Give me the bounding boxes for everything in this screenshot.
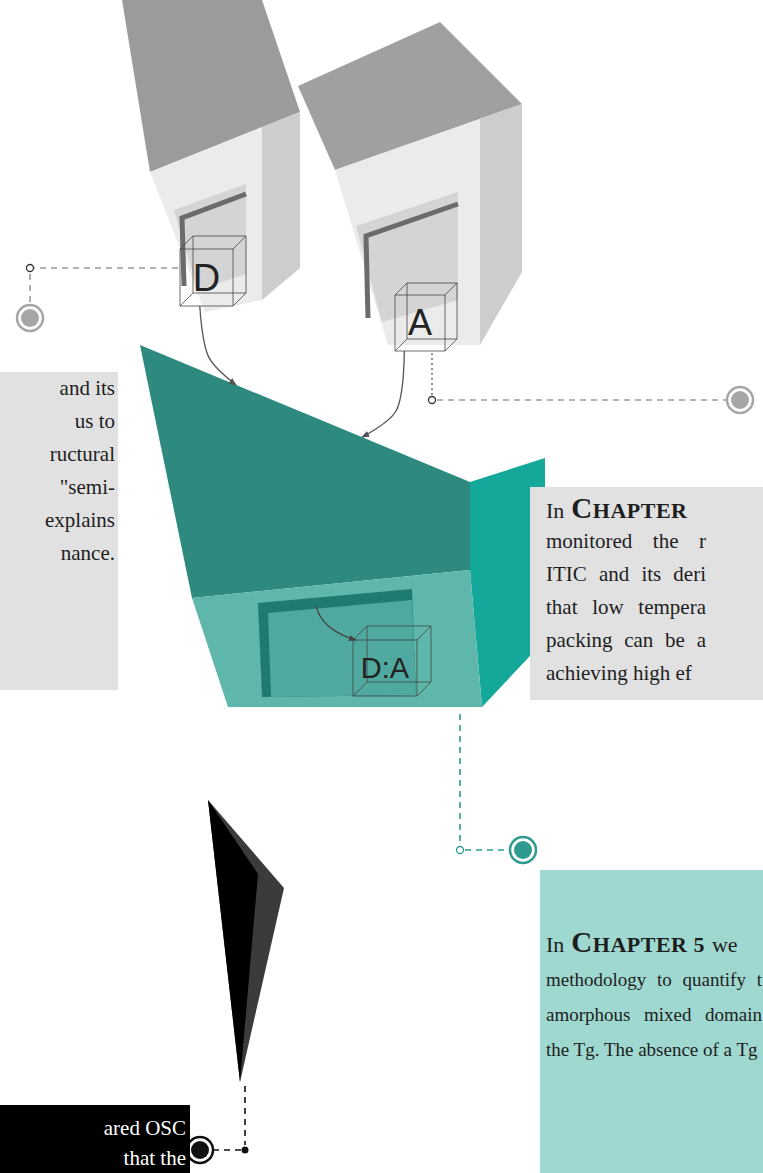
- cube-edge: [431, 626, 432, 682]
- chapter-box: InCHAPTER 5wemethodology to quantify t a…: [540, 870, 763, 1173]
- block-side: [480, 104, 522, 345]
- chapter-heading-line: InCHAPTER: [546, 491, 694, 528]
- leader-line: [465, 849, 509, 851]
- chapter-heading: we: [712, 927, 738, 963]
- leader-line: [214, 1149, 241, 1151]
- cube-edge: [407, 283, 457, 284]
- marker-dot: [191, 1141, 209, 1159]
- cube-label: D: [193, 259, 220, 297]
- flow-arrow: [362, 351, 404, 437]
- cube-edge: [180, 293, 193, 306]
- chapter-text: monitored the r ITIC and its deri that l…: [546, 525, 706, 690]
- leader-line: [30, 268, 178, 304]
- block-side: [262, 112, 300, 300]
- cube-label: D:A: [361, 654, 409, 683]
- block-front: [192, 570, 482, 707]
- chapter-heading-line: InCHAPTER 5we: [546, 924, 745, 963]
- chapter-text: methodology to quantify t amorphous mixe…: [546, 962, 762, 1067]
- cube-edge: [395, 283, 407, 295]
- cube-edge: [395, 295, 445, 296]
- wireframe-cube: D:A: [353, 626, 431, 696]
- pyramid-side: [208, 800, 284, 1082]
- chapter-heading: In: [546, 494, 564, 528]
- block-front: [150, 127, 262, 312]
- cube-edge: [353, 696, 417, 697]
- cube-edge: [353, 640, 354, 696]
- cube-edge: [407, 283, 408, 339]
- cube-edge: [367, 626, 431, 627]
- chapter-box: and its us to ructural "semi- explains n…: [0, 372, 118, 690]
- cube-edge: [246, 236, 247, 293]
- leader-line: [244, 1086, 246, 1145]
- window-edge: [366, 204, 458, 318]
- window-inner: [268, 600, 416, 697]
- cube-edge: [353, 682, 367, 696]
- marker-ring: [510, 837, 536, 863]
- leader-line: [437, 399, 726, 401]
- cube-edge: [180, 236, 193, 249]
- chapter-box: InCHAPTERmonitored the r ITIC and its de…: [530, 487, 763, 700]
- marker-ring: [727, 387, 753, 413]
- leader-dot: [429, 397, 436, 404]
- cube-edge: [395, 295, 396, 351]
- block-outline: [140, 345, 545, 712]
- cube-edge: [193, 236, 246, 237]
- leader-dot: [242, 1147, 249, 1154]
- block-top: [140, 345, 470, 598]
- marker-ring: [187, 1137, 213, 1163]
- cube-edge: [353, 640, 417, 641]
- wireframe-cube: D: [180, 236, 246, 306]
- leader-line: [431, 353, 432, 395]
- cube-edge: [417, 640, 418, 696]
- leader-dot: [457, 847, 464, 854]
- block-front: [335, 119, 480, 345]
- cube-edge: [445, 283, 457, 295]
- chapter-heading: CHAPTER 5: [571, 924, 705, 963]
- chapter-heading: CHAPTER: [571, 491, 687, 528]
- chapter-text: ared OSC that the: [94, 1113, 186, 1173]
- marker-dot: [731, 391, 749, 409]
- cube-edge: [395, 339, 407, 351]
- cube-edge: [233, 249, 234, 306]
- cube-edge: [233, 236, 246, 249]
- marker-dot: [21, 309, 39, 327]
- cube-edge: [445, 339, 457, 351]
- cube-edge: [445, 295, 446, 351]
- cube-edge: [180, 249, 181, 306]
- chapter-box: ared OSC that the: [0, 1105, 190, 1173]
- wireframe-cube: A: [395, 283, 457, 351]
- cube-edge: [180, 249, 233, 250]
- block-window: [258, 589, 416, 697]
- cube-edge: [417, 682, 431, 696]
- donor-cube: D: [180, 236, 246, 306]
- cube-edge: [180, 306, 233, 307]
- blend-block: D:A: [140, 345, 545, 712]
- marker-ring: [17, 305, 43, 331]
- leader-dot: [27, 265, 34, 272]
- chapter-heading: In: [546, 927, 564, 963]
- cube-edge: [353, 626, 367, 640]
- acceptor-cube: A: [395, 283, 457, 351]
- leader-line: [459, 714, 461, 845]
- marker-dot: [514, 841, 532, 859]
- cube-edge: [233, 293, 246, 306]
- cube-edge: [417, 626, 431, 640]
- cube-edge: [395, 351, 445, 352]
- cube-label: A: [408, 305, 432, 341]
- cube-edge: [457, 283, 458, 339]
- chapter-text: and its us to ructural "semi- explains n…: [41, 372, 115, 570]
- pyramid-face: [208, 800, 258, 1082]
